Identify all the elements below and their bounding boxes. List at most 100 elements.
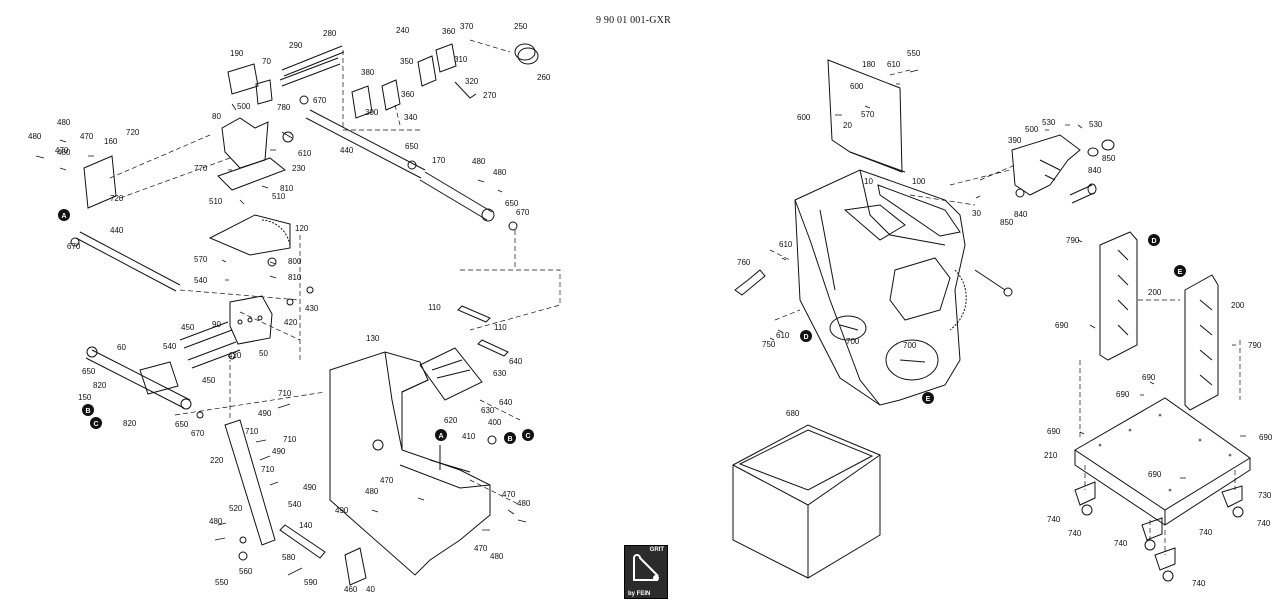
part-label: 840 bbox=[1014, 210, 1028, 219]
part-label: 340 bbox=[404, 113, 418, 122]
part-label: 200 bbox=[1231, 301, 1245, 310]
part-label: 690 bbox=[1055, 321, 1069, 330]
part-label: 60 bbox=[117, 343, 126, 352]
part-label: 710 bbox=[278, 389, 292, 398]
grit-logo: GRIT by FEIN bbox=[624, 545, 668, 599]
handle-760 bbox=[734, 269, 766, 296]
part-label: 550 bbox=[907, 49, 921, 58]
part-label: 490 bbox=[303, 483, 317, 492]
part-label: 850 bbox=[1000, 218, 1014, 227]
callout-a-left: A bbox=[58, 209, 70, 221]
part-label: 580 bbox=[282, 553, 296, 562]
part-label: 700 bbox=[903, 341, 917, 350]
callout-d-right-2: D bbox=[1148, 234, 1160, 246]
part-label: 850 bbox=[1102, 154, 1116, 163]
part-label: 710 bbox=[245, 427, 259, 436]
container-680 bbox=[732, 424, 881, 579]
part-label: 120 bbox=[295, 224, 309, 233]
part-label: 620 bbox=[444, 416, 458, 425]
part-label: 480 bbox=[28, 132, 42, 141]
part-label: 240 bbox=[396, 26, 410, 35]
holder-200-right bbox=[1184, 274, 1219, 411]
part-label: 650 bbox=[82, 367, 96, 376]
part-label: 280 bbox=[323, 29, 337, 38]
part-label: 10 bbox=[864, 177, 873, 186]
svg-text:E: E bbox=[926, 396, 931, 403]
part-label: 640 bbox=[509, 357, 523, 366]
part-label: 790 bbox=[1248, 341, 1262, 350]
callout-c-left: C bbox=[90, 417, 102, 429]
part-label: 470 bbox=[380, 476, 394, 485]
part-label: 550 bbox=[215, 578, 229, 587]
callout-markers: A B C A B C D E D E bbox=[58, 209, 1186, 444]
part-label: 380 bbox=[361, 68, 375, 77]
block-70 bbox=[255, 79, 273, 105]
callout-b-left: B bbox=[82, 404, 94, 416]
svg-text:C: C bbox=[93, 421, 98, 428]
part-label: 480 bbox=[57, 118, 71, 127]
part-label: 490 bbox=[258, 409, 272, 418]
part-label: 520 bbox=[229, 504, 243, 513]
housing-130 bbox=[329, 351, 491, 576]
part-label: 840 bbox=[1088, 166, 1102, 175]
part-label: 390 bbox=[1008, 136, 1022, 145]
part-label: 730 bbox=[1258, 491, 1272, 500]
part-label: 600 bbox=[797, 113, 811, 122]
casters-730 bbox=[1074, 481, 1244, 582]
part-label: 740 bbox=[1257, 519, 1271, 528]
part-label: 640 bbox=[499, 398, 513, 407]
part-label: 410 bbox=[462, 432, 476, 441]
part-label: 480 bbox=[365, 487, 379, 496]
arm-220 bbox=[224, 419, 276, 546]
svg-text:D: D bbox=[1151, 238, 1156, 245]
part-label: 690 bbox=[1148, 470, 1162, 479]
part-label: 310 bbox=[454, 55, 468, 64]
part-label: 740 bbox=[1047, 515, 1061, 524]
main-body bbox=[794, 169, 966, 406]
rod-280 bbox=[281, 45, 345, 77]
part-label: 480 bbox=[57, 148, 71, 157]
part-label: 790 bbox=[1066, 236, 1080, 245]
part-label: 140 bbox=[299, 521, 313, 530]
part-label: 720 bbox=[126, 128, 140, 137]
part-label: 690 bbox=[1116, 390, 1130, 399]
part-label: 470 bbox=[502, 490, 516, 499]
part-label: 480 bbox=[517, 499, 531, 508]
part-label: 740 bbox=[1068, 529, 1082, 538]
part-label: 710 bbox=[261, 465, 275, 474]
part-label: 290 bbox=[289, 41, 303, 50]
part-label: 220 bbox=[210, 456, 224, 465]
part-label: 610 bbox=[298, 149, 312, 158]
part-label: 650 bbox=[505, 199, 519, 208]
part-label: 320 bbox=[465, 77, 479, 86]
part-label: 490 bbox=[272, 447, 286, 456]
part-label: 470 bbox=[80, 132, 94, 141]
part-label: 740 bbox=[1114, 539, 1128, 548]
part-label: 400 bbox=[488, 418, 502, 427]
part-label: 180 bbox=[862, 60, 876, 69]
part-label: 450 bbox=[202, 376, 216, 385]
belt-grinder-icon bbox=[633, 554, 659, 581]
part-label: 690 bbox=[1047, 427, 1061, 436]
part-label: 480 bbox=[493, 168, 507, 177]
callout-c-mid: C bbox=[522, 429, 534, 441]
part-label: 190 bbox=[230, 49, 244, 58]
part-label: 250 bbox=[514, 22, 528, 31]
part-label: 440 bbox=[340, 146, 354, 155]
part-label: 210 bbox=[1044, 451, 1058, 460]
callout-a-mid: A bbox=[435, 429, 447, 441]
part-label: 600 bbox=[850, 82, 864, 91]
part-label: 810 bbox=[288, 273, 302, 282]
part-label: 530 bbox=[1089, 120, 1103, 129]
arm-140 bbox=[279, 524, 326, 559]
part-label: 470 bbox=[55, 146, 69, 155]
part-label: 430 bbox=[305, 304, 319, 313]
part-label: 300 bbox=[365, 108, 379, 117]
part-label: 670 bbox=[191, 429, 205, 438]
part-label: 170 bbox=[432, 156, 446, 165]
part-label: 710 bbox=[283, 435, 297, 444]
part-label: 420 bbox=[284, 318, 298, 327]
part-label: 490 bbox=[335, 506, 349, 515]
part-label: 440 bbox=[110, 226, 124, 235]
